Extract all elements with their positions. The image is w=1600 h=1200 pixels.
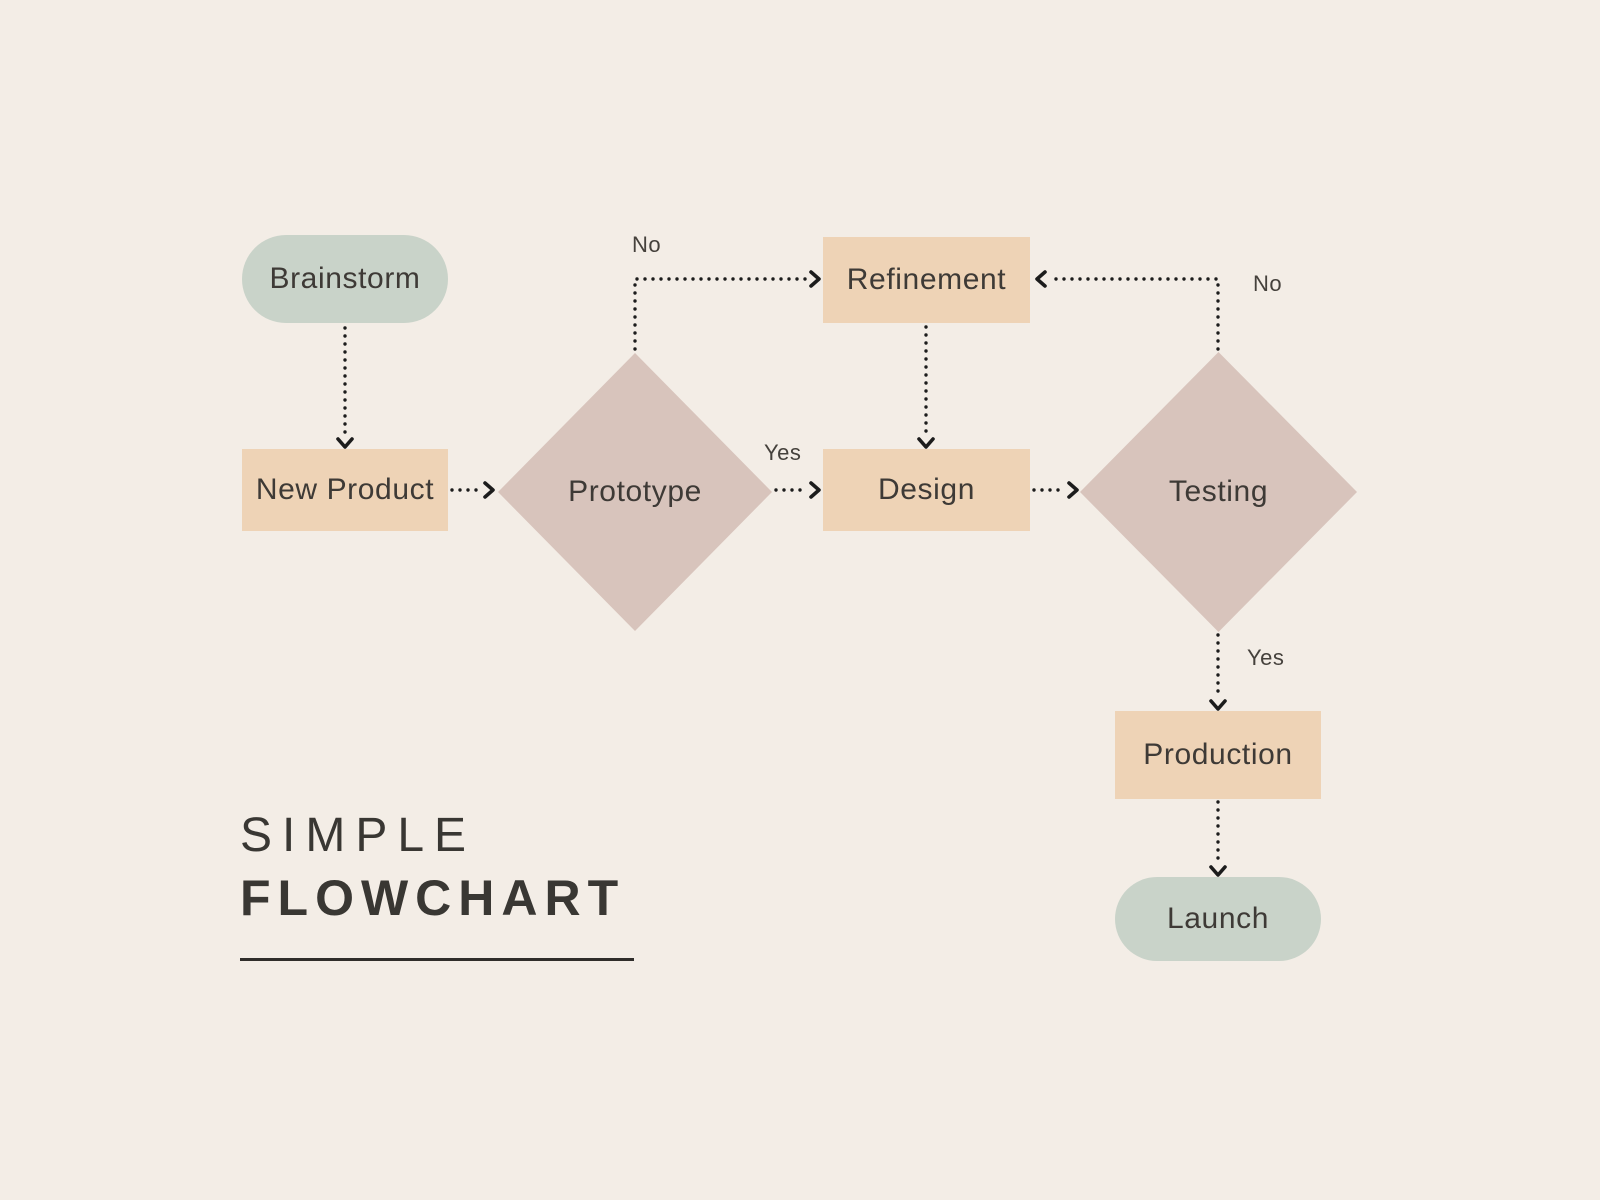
edge-testing-to-refinement — [1046, 277, 1220, 351]
node-launch: Launch — [1115, 877, 1321, 961]
arrowhead-right-prototype-icon — [483, 481, 495, 499]
node-brainstorm: Brainstorm — [242, 235, 448, 323]
title-underline — [240, 958, 634, 961]
arrowhead-right-refinement-icon — [809, 270, 821, 288]
node-new-product: New Product — [242, 449, 448, 531]
edge-label-testing-no: No — [1253, 271, 1283, 296]
edge-label-testing-yes: Yes — [1247, 645, 1285, 670]
arrowhead-down-design-icon — [917, 437, 935, 449]
edge-prototype-to-refinement — [633, 277, 810, 351]
arrowhead-right-design-icon — [809, 481, 821, 499]
arrowhead-down-production-icon — [1209, 699, 1227, 711]
node-production: Production — [1115, 711, 1321, 799]
arrowhead-right-testing-icon — [1067, 481, 1079, 499]
title-block: SIMPLE FLOWCHART — [240, 806, 634, 961]
arrowhead-left-refinement-icon — [1035, 270, 1047, 288]
arrowhead-down-new-product-icon — [336, 437, 354, 449]
edge-label-prototype-no: No — [632, 232, 662, 257]
edge-label-prototype-yes: Yes — [764, 440, 802, 465]
node-design: Design — [823, 449, 1030, 531]
arrowhead-down-launch-icon — [1209, 865, 1227, 877]
title-line-simple: SIMPLE — [240, 809, 477, 862]
node-refinement: Refinement — [823, 237, 1030, 323]
title-line-flowchart: FLOWCHART — [240, 870, 626, 926]
